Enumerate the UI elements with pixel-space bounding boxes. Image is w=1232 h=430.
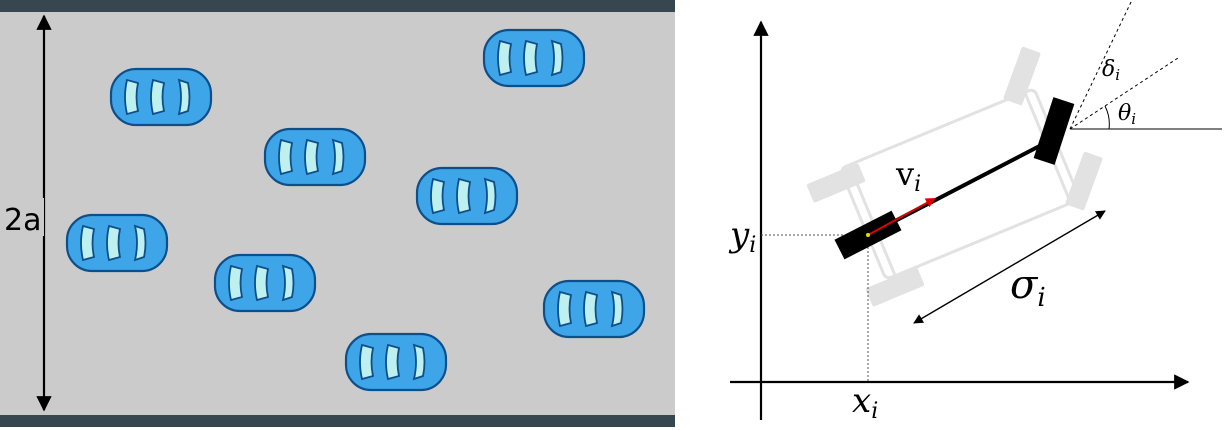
theta-label: θi	[1118, 101, 1136, 128]
front-wheel	[1033, 97, 1075, 165]
car-7	[542, 279, 646, 339]
velocity-vector	[867, 198, 936, 236]
car-2	[109, 67, 213, 127]
road-panel: 2a	[0, 0, 675, 427]
x-label: xi	[852, 381, 878, 424]
theta-angle-arc	[1104, 105, 1110, 130]
car-3	[263, 127, 367, 187]
ghost-wheel-front-top	[1003, 46, 1041, 106]
road-bottom-edge	[0, 415, 675, 427]
ghost-wheels	[806, 46, 1103, 307]
velocity-label: vi	[895, 155, 921, 197]
car-8	[344, 332, 448, 392]
road-top-edge	[0, 0, 675, 12]
car-5	[65, 213, 169, 273]
car-1	[482, 28, 586, 88]
road-width-label: 2a	[4, 203, 41, 238]
road-width-label-bg	[4, 198, 44, 236]
sigma-label: σi	[1010, 262, 1046, 313]
ghost-wheel-rear-bottom	[865, 267, 925, 307]
ghost-car-frame	[840, 88, 1080, 280]
y-label: yi	[728, 215, 756, 258]
car-6	[213, 253, 317, 313]
ghost-wheel-front-bottom	[1065, 151, 1103, 211]
bicycle-model-panel: yi xi vi σi δi θi	[728, 0, 1222, 424]
wheelbase-dimension-arrow	[913, 210, 1106, 324]
ghost-wheel-rear-top	[806, 163, 866, 203]
delta-label: δi	[1102, 57, 1120, 84]
rear-axle-point	[866, 233, 870, 237]
car-4	[415, 166, 519, 226]
